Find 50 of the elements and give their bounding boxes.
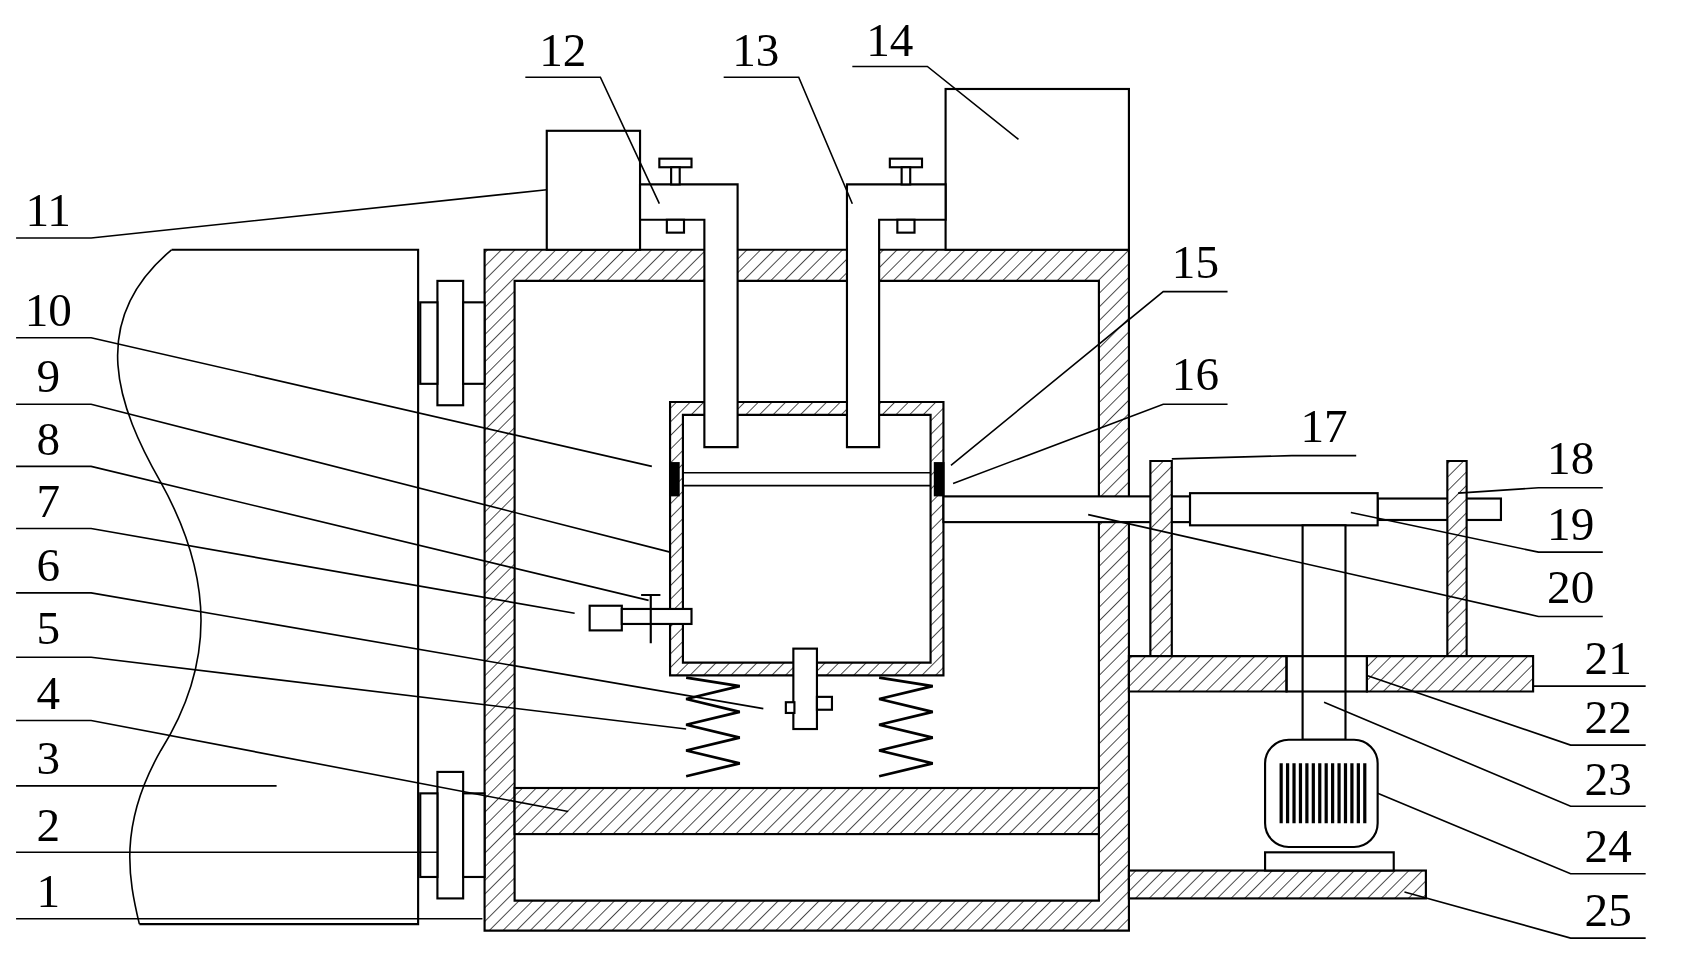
callout-number: 17 xyxy=(1300,403,1348,451)
leader-line xyxy=(15,851,439,854)
callout-number: 13 xyxy=(732,27,780,76)
callout-number: 25 xyxy=(1584,887,1632,935)
leader-line xyxy=(851,65,1020,141)
callout-number: 24 xyxy=(1584,823,1632,871)
callout-number: 10 xyxy=(24,287,72,335)
callout-number: 12 xyxy=(539,27,587,76)
leader-line xyxy=(15,336,653,468)
callout-number: 3 xyxy=(36,735,61,783)
leader-line xyxy=(15,918,484,920)
leader-line xyxy=(1087,513,1604,618)
callout-number: 4 xyxy=(36,670,61,718)
leader-line xyxy=(15,188,548,239)
leader-line xyxy=(15,656,687,730)
leader-line xyxy=(15,527,576,615)
leader-line xyxy=(950,290,1229,467)
leader-line xyxy=(15,719,569,813)
leader-line xyxy=(524,76,661,205)
leader-line xyxy=(1532,685,1647,687)
leader-line xyxy=(1323,701,1647,808)
leader-line xyxy=(952,403,1229,485)
callout-number: 19 xyxy=(1547,501,1595,549)
callout-number: 22 xyxy=(1584,694,1632,742)
leader-line xyxy=(1350,511,1604,553)
callout-number: 5 xyxy=(36,605,61,653)
callout-number: 6 xyxy=(36,542,61,590)
callout-number: 20 xyxy=(1547,563,1595,612)
callout-number: 15 xyxy=(1171,239,1219,287)
leader-line xyxy=(722,76,854,205)
callout-number: 2 xyxy=(36,801,61,850)
callout-number: 1 xyxy=(36,868,61,916)
callout-number: 23 xyxy=(1584,756,1632,805)
callout-number: 8 xyxy=(36,415,61,464)
leader-line xyxy=(1376,792,1647,875)
leader-line xyxy=(15,592,765,710)
callout-number: 9 xyxy=(36,353,61,401)
callout-number: 21 xyxy=(1584,635,1632,683)
callout-number: 11 xyxy=(25,187,71,235)
leader-line xyxy=(1457,487,1604,494)
leader-line xyxy=(15,465,650,602)
callout-number: 14 xyxy=(866,17,914,65)
callout-number: 16 xyxy=(1171,351,1219,399)
leader-line xyxy=(1171,454,1357,460)
callout-number: 18 xyxy=(1547,435,1595,483)
leader-line xyxy=(1366,674,1647,746)
leader-line xyxy=(15,785,278,787)
leader-line xyxy=(15,403,671,553)
callout-number: 7 xyxy=(36,478,61,526)
leader-line xyxy=(1403,891,1647,939)
